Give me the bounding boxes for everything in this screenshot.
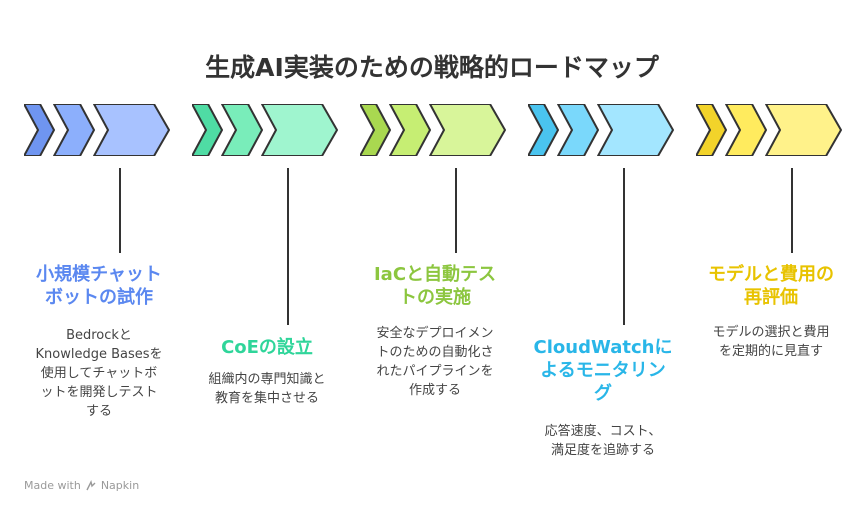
stage-heading-line: IaCと自動テス [373,264,497,285]
chevron-arrows-icon [528,104,674,156]
made-with-label: Made with [24,479,81,492]
chevron-large [597,104,674,156]
stage-description-line: Bedrockと [66,328,132,343]
chevron-small-1 [192,104,223,156]
chevron-small-1 [528,104,559,156]
stage-description-line: 組織内の専門知識と [208,372,326,387]
stage-heading-line: CloudWatchに [533,337,673,358]
chevron-large [93,104,170,156]
stage-description-line: 安全なデプロイメン [376,326,494,341]
stage-heading-line: 再評価 [744,287,798,308]
stage-description-line: Knowledge Basesを [35,347,163,362]
stage-description-line: ットを開発しテスト [40,385,158,400]
chevron-arrows-icon [696,104,842,156]
stage-heading-line: トの実施 [399,287,471,308]
chevron-small-1 [24,104,55,156]
stage-heading-line: グ [594,383,612,404]
chevron-small-2 [725,104,767,156]
chevron-arrows-icon [360,104,506,156]
stage-description-line: 満足度を追跡する [550,443,655,458]
roadmap-stage: CoEの設立組織内の専門知識と教育を集中させる [192,0,342,514]
stage-description-line: モデルの選択と費用 [712,325,830,340]
napkin-brand: Napkin [100,479,140,492]
stage-description-line: れたパイプラインを [376,364,494,379]
chevron-arrows-icon [24,104,170,156]
roadmap-stage: 小規模チャットボットの試作 Bedrockと Knowledge Basesを使用し… [24,0,174,514]
stage-description: 安全なデプロイメントのための自動化されたパイプラインを作成する [355,324,515,400]
chevron-small-2 [53,104,95,156]
stage-heading-line: 小規模チャット [36,264,162,285]
stage-description: 応答速度、コスト、満足度を追跡する [523,422,683,460]
stage-heading-line: よるモニタリン [540,360,666,381]
stage-description-line: する [85,404,112,419]
stage-heading-line: モデルと費用の [708,264,834,285]
chevron-large [429,104,506,156]
roadmap-stage: モデルと費用の再評価モデルの選択と費用を定期的に見直す [696,0,846,514]
chevron-arrows-icon [192,104,338,156]
connector-line [791,168,793,253]
stage-description: Bedrockと Knowledge Basesを使用してチャットボットを開発しテ… [19,326,179,421]
stage-description-line: トのための自動化さ [376,345,494,360]
stage-heading-line: ボットの試作 [45,287,153,308]
stage-heading: モデルと費用の再評価 [691,263,851,309]
footer: Made with Napkin [24,479,139,492]
stage-description-line: 作成する [408,383,461,398]
connector-line [455,168,457,253]
roadmap-stage: IaCと自動テストの実施安全なデプロイメントのための自動化されたパイプラインを作… [360,0,510,514]
stage-description-line: 応答速度、コスト、 [544,424,662,439]
stage-heading: CloudWatchによるモニタリング [523,336,683,405]
stage-heading: 小規模チャットボットの試作 [19,263,179,309]
stage-description: モデルの選択と費用を定期的に見直す [691,323,851,361]
connector-line [623,168,625,325]
chevron-small-2 [557,104,599,156]
chevron-small-2 [221,104,263,156]
page-title: 生成AI実装のための戦略的ロードマップ [205,53,659,82]
chevron-large [765,104,842,156]
roadmap-stage: CloudWatchによるモニタリング応答速度、コスト、満足度を追跡する [528,0,678,514]
stage-description-line: を定期的に見直す [718,344,823,359]
stage-heading-line: CoEの設立 [221,337,313,358]
stage-description: 組織内の専門知識と教育を集中させる [187,370,347,408]
chevron-large [261,104,338,156]
connector-line [119,168,121,253]
napkin-logo-icon [86,479,96,490]
stage-description-line: 教育を集中させる [214,391,319,406]
connector-line [287,168,289,325]
chevron-small-1 [360,104,391,156]
stage-heading: CoEの設立 [187,336,347,359]
stage-description-line: 使用してチャットボ [40,366,158,381]
chevron-small-2 [389,104,431,156]
stage-heading: IaCと自動テストの実施 [355,263,515,309]
chevron-small-1 [696,104,727,156]
